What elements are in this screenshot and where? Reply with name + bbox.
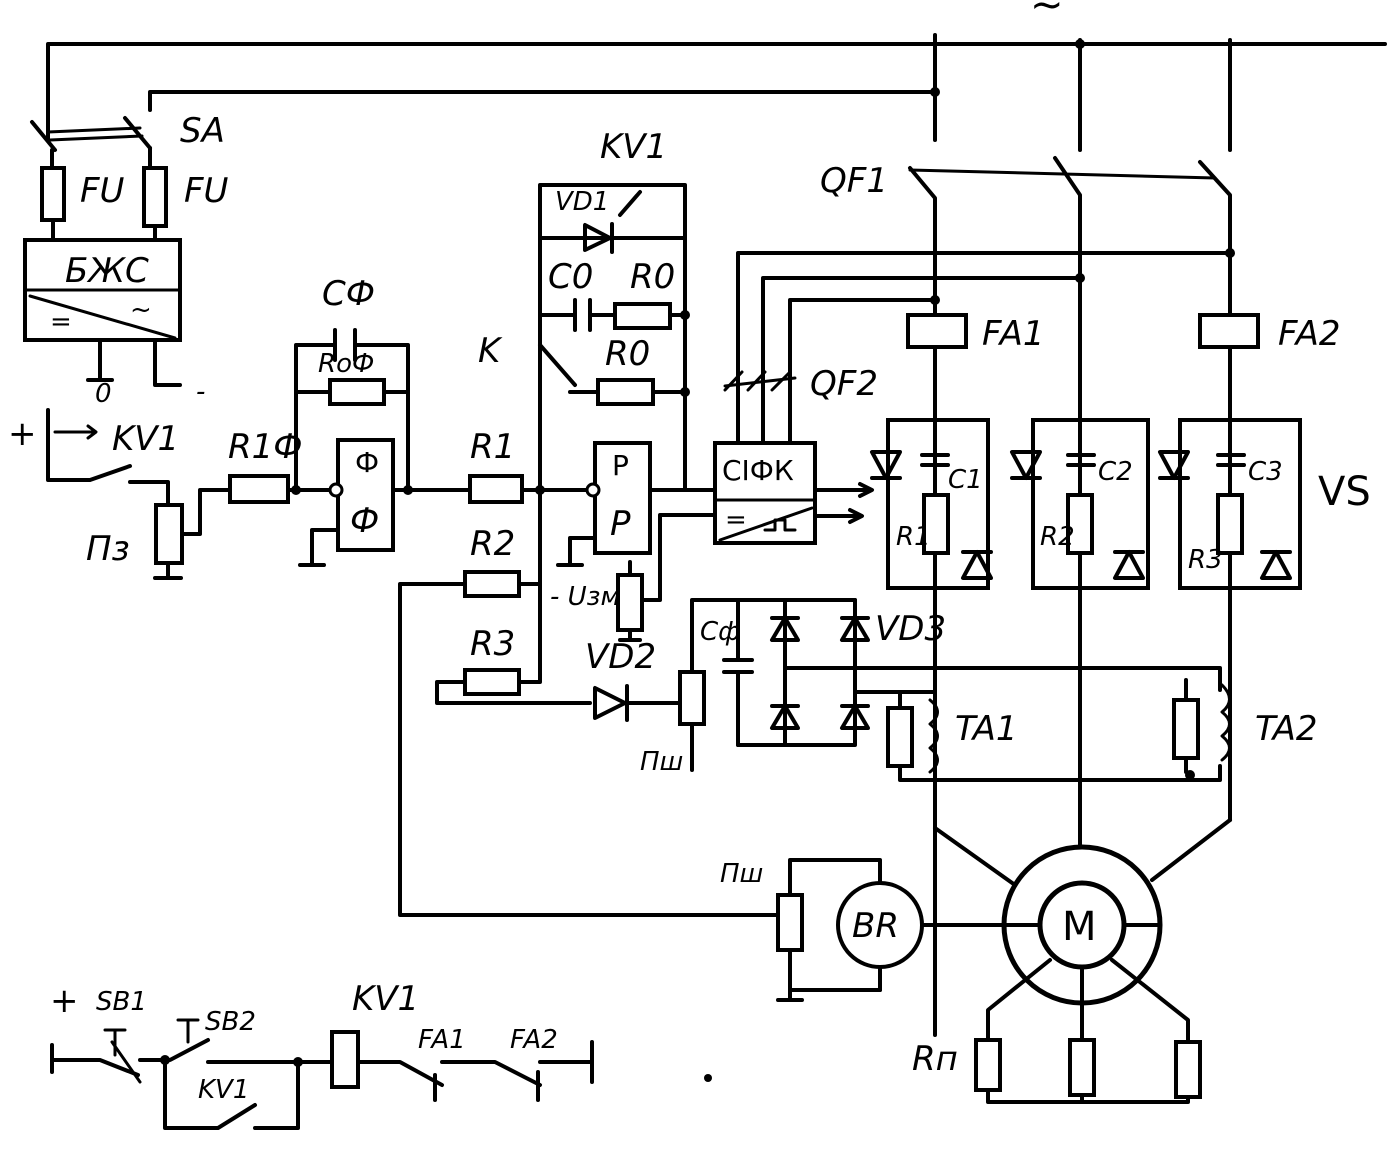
sa-label: SA	[180, 111, 225, 151]
potentiometer-uzm	[616, 573, 644, 632]
p-top: P	[612, 449, 629, 482]
pshunt-bottom-label: Пш	[720, 859, 763, 889]
r2-label: R2	[470, 524, 515, 564]
fa1-label: FA1	[982, 314, 1044, 354]
power-unit-dc: =	[50, 307, 72, 337]
power-unit-zero: 0	[95, 379, 112, 409]
sifk-block	[713, 441, 874, 545]
fu-right-label: FU	[184, 171, 229, 211]
resistor-r0-top	[613, 302, 672, 330]
rp-label: Rп	[912, 1039, 958, 1079]
thyristor-group-3	[1158, 418, 1302, 590]
resistor-r3	[463, 668, 521, 696]
r0-top-label: R0	[630, 257, 675, 297]
relay-coil-kv1	[330, 1030, 360, 1089]
f-bottom: Ф	[350, 501, 379, 541]
sa-switch[interactable]	[30, 116, 152, 170]
power-unit	[23, 238, 182, 342]
sifk-dc: =	[725, 505, 747, 535]
power-unit-minus: -	[196, 377, 205, 407]
power-unit-ac: ~	[130, 295, 152, 325]
rof-label: RоФ	[318, 349, 374, 379]
tacho-generator-br	[788, 858, 1006, 992]
ta2-label: TA2	[1255, 709, 1318, 749]
f-top: Ф	[355, 446, 379, 479]
resistor-r0-mid	[596, 378, 655, 406]
vs-label: VS	[1318, 469, 1371, 515]
qf1-label: QF1	[820, 161, 888, 201]
fuse-fu-right	[142, 166, 168, 242]
fu-left-label: FU	[80, 171, 125, 211]
kv1-contact-bottom-label: KV1	[198, 1075, 249, 1105]
ac-symbol: ~	[1030, 0, 1064, 28]
r3b-label: R3	[1188, 545, 1223, 575]
r2b-label: R2	[1040, 522, 1075, 552]
pz-label: Пз	[86, 529, 130, 569]
power-unit-label: БЖС	[65, 251, 149, 291]
breaker-qf1[interactable]	[908, 156, 1232, 1037]
motor-label: M	[1062, 904, 1097, 950]
current-transformer-ta1	[886, 690, 1222, 782]
fuse-fu-left	[40, 166, 66, 242]
resistor-r1f	[228, 474, 338, 504]
control-circuit: + SB1 SB2 KV1 KV1 FA1 FA2	[50, 979, 594, 1130]
k-label: K	[478, 331, 503, 371]
diode-bridge-vd3	[736, 598, 1222, 747]
cf-top-label: CФ	[322, 274, 375, 314]
vd2-label: VD2	[585, 637, 656, 677]
fa2-contact-label: FA2	[510, 1025, 558, 1055]
plus-top: +	[8, 414, 37, 454]
r3-label: R3	[470, 624, 515, 664]
resistor-rof	[328, 378, 386, 406]
rotor-resistors-rp	[974, 958, 1202, 1104]
kv1-top-label: KV1	[600, 127, 667, 167]
sb1-label: SB1	[96, 987, 147, 1017]
p-bottom: P	[610, 504, 631, 544]
plus-bottom: +	[50, 981, 79, 1021]
potentiometer-pshunt-mid	[678, 670, 706, 726]
filter-amplifier	[298, 438, 395, 567]
thyristor-group-2	[1010, 418, 1150, 590]
sb2-label: SB2	[205, 1007, 256, 1037]
ta1-label: TA1	[955, 709, 1018, 749]
fa1-contact-label: FA1	[418, 1025, 466, 1055]
r1f-label: R1Ф	[228, 427, 303, 467]
r1-label: R1	[470, 427, 515, 467]
potentiometer-pshunt-bottom	[776, 893, 804, 952]
br-label: BR	[852, 906, 899, 946]
potentiometer-pz[interactable]	[153, 488, 232, 580]
c1-label: C1	[948, 465, 983, 495]
fa2-label: FA2	[1278, 314, 1340, 354]
qf2-label: QF2	[810, 364, 878, 404]
overcurrent-relay-fa2	[1198, 313, 1260, 349]
thyristor-group-1	[870, 418, 993, 590]
regulator-p	[556, 441, 652, 567]
uzm-label: - Uзм	[550, 582, 620, 612]
vd1-label: VD1	[555, 187, 609, 217]
overcurrent-relay-fa1	[906, 313, 968, 349]
cf-mid-label: Cф	[700, 617, 740, 647]
resistor-r1	[468, 474, 524, 504]
r0-mid-label: R0	[605, 334, 650, 374]
resistor-r2	[463, 570, 521, 598]
sifk-label: СIФК	[722, 454, 794, 487]
kv1-contact-top-label: KV1	[112, 419, 179, 459]
c2-label: C2	[1098, 457, 1133, 487]
supply-lines	[46, 33, 1387, 152]
current-transformer-ta2	[1172, 678, 1231, 774]
r1b-label: R1	[896, 522, 931, 552]
kv1-coil-label: KV1	[352, 979, 419, 1019]
c0-label: C0	[548, 257, 593, 297]
pshunt-mid-label: Пш	[640, 747, 683, 777]
c3-label: C3	[1248, 457, 1283, 487]
